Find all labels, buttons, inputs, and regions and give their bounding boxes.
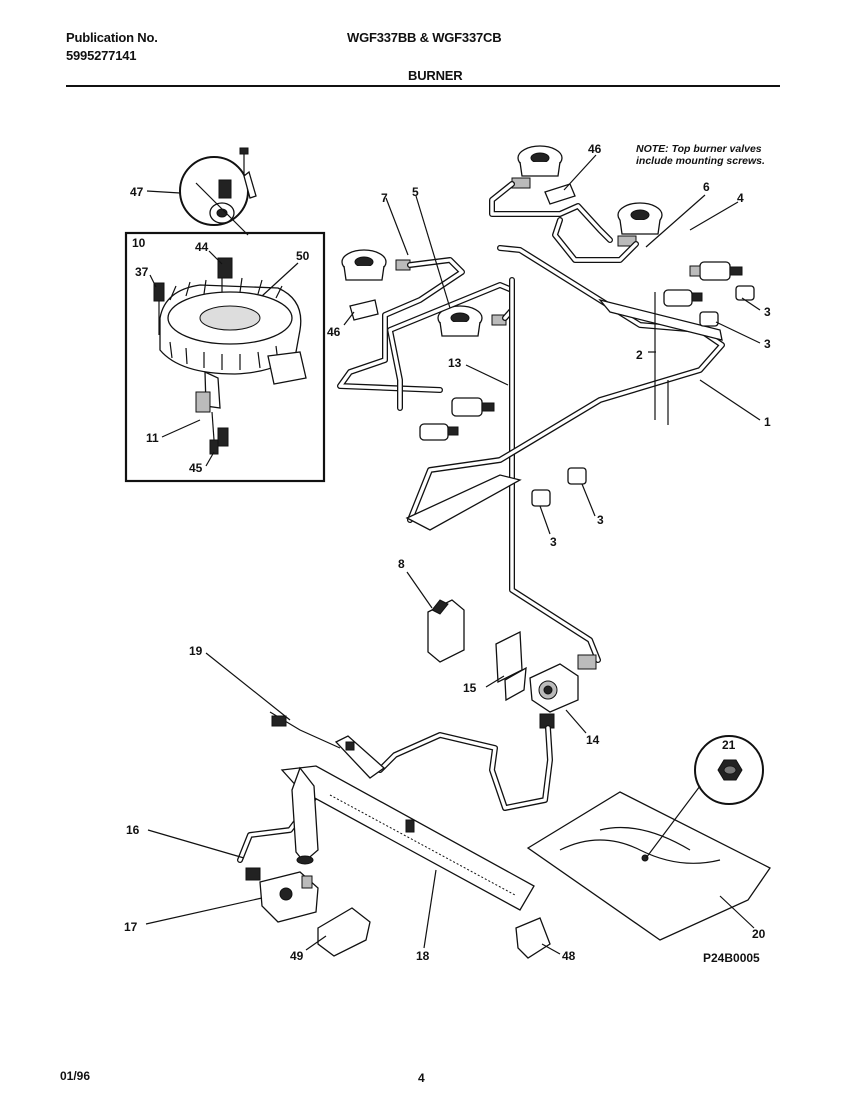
callout-48: 48 [562,949,576,963]
spark-module [427,599,465,663]
callout-37: 37 [135,265,149,279]
footer-date: 01/96 [60,1069,91,1083]
publication-number: 5995277141 [66,48,137,63]
header-rule [66,85,780,87]
manifold-pipe [405,245,725,531]
valve-bracket [699,311,719,327]
callout-17: 17 [124,920,138,934]
callout-10: 10 [132,236,146,250]
note-line-1: NOTE: Top burner valves [636,143,762,155]
callout-21: 21 [722,738,736,752]
valve-bracket [531,489,551,507]
callout-45: 45 [189,461,203,475]
callout-47: 47 [130,185,144,199]
callout-7: 7 [381,191,388,205]
burner-valves [419,261,755,507]
callout-19: 19 [189,644,203,658]
note-line-2: include mounting screws. [636,155,765,167]
callout-11: 11 [146,431,159,445]
valve-right-upper [689,261,743,281]
drawing-id: P24B0005 [703,951,760,965]
burner-tubing [337,181,639,663]
top-burner-rear-left [511,145,563,189]
callout-2: 2 [636,348,643,362]
callout-13: 13 [448,356,462,370]
callout-46-left: 46 [327,325,341,339]
callout-8: 8 [398,557,405,571]
publication-label: Publication No. [66,30,158,45]
oven-thermostat-valve [529,654,597,729]
callout-14: 14 [586,733,600,747]
callout-16: 16 [126,823,140,837]
valve-left-upper [451,397,495,417]
top-burner-front-left [341,249,411,281]
burner-bracket [349,299,379,321]
section-title: BURNER [408,68,463,83]
oven-burner-bracket [515,917,551,959]
burner-bracket [544,183,576,205]
igniter [269,711,386,779]
callout-labels: 47 10 44 37 50 11 45 7 5 46 46 6 4 3 3 1… [124,142,771,965]
valve-left-lower [419,423,459,441]
callout-46-right: 46 [588,142,602,156]
page-number: 4 [418,1071,425,1085]
burner-mounting-bracket [317,907,371,957]
valve-bracket [735,285,755,301]
leader-lines [145,154,761,955]
callout-50: 50 [296,249,310,263]
note-text: NOTE: Top burner valves include mounting… [636,143,786,167]
callout-44: 44 [195,240,209,254]
top-burner-rear-right [617,202,663,247]
top-burner-front-right [437,305,507,337]
callout-5: 5 [412,185,419,199]
oven-bracket [495,630,527,702]
callout-3-d: 3 [550,535,557,549]
callout-3-b: 3 [764,337,771,351]
oven-baffle [526,791,771,941]
burner-detail-inset [124,147,326,483]
inset-frame [124,231,326,483]
oven-burner [280,765,535,911]
callout-4: 4 [737,191,744,205]
valve-bracket [567,467,587,485]
callout-15: 15 [463,681,477,695]
callout-3-a: 3 [764,305,771,319]
model-number: WGF337BB & WGF337CB [347,30,502,45]
callout-20: 20 [752,927,766,941]
callout-6: 6 [703,180,710,194]
valve-right-lower [663,289,703,307]
callout-18: 18 [416,949,430,963]
callout-49: 49 [290,949,304,963]
nut-detail [694,735,764,805]
safety-valve [245,867,319,923]
callout-1: 1 [764,415,771,429]
callout-3-c: 3 [597,513,604,527]
